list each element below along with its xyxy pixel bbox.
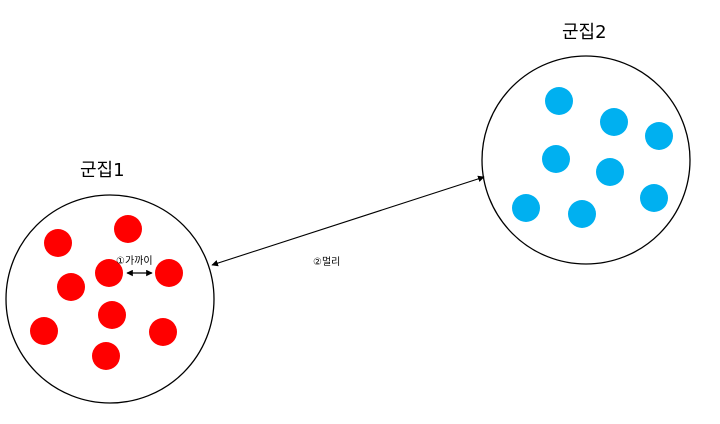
cluster-2-points xyxy=(512,87,673,228)
cluster-1-title: 군집1 xyxy=(80,160,125,181)
cluster-1-point xyxy=(30,317,58,345)
cluster-2-boundary xyxy=(481,55,691,265)
cluster-1-point xyxy=(95,259,123,287)
cluster-1-point xyxy=(155,259,183,287)
cluster-2-point xyxy=(542,145,570,173)
cluster-2-point xyxy=(545,87,573,115)
cluster-1-point xyxy=(44,229,72,257)
cluster-1-point xyxy=(149,318,177,346)
cluster-1-point xyxy=(114,215,142,243)
near-label: ①가까이 xyxy=(116,255,153,267)
cluster-2-point xyxy=(645,122,673,150)
cluster-2-point xyxy=(640,184,668,212)
cluster-2-point xyxy=(568,200,596,228)
cluster-1-boundary xyxy=(5,194,215,404)
cluster-1: 군집1 ①가까이 xyxy=(5,160,215,404)
cluster-2: 군집2 xyxy=(481,22,691,265)
cluster-1-point xyxy=(92,342,120,370)
cluster-2-point xyxy=(512,194,540,222)
far-label: ②멀리 xyxy=(313,255,340,268)
cluster-2-point xyxy=(600,108,628,136)
far-distance-arrow xyxy=(211,175,485,267)
cluster-1-point xyxy=(98,301,126,329)
cluster-1-points xyxy=(30,215,183,370)
cluster-1-point xyxy=(57,273,85,301)
cluster-2-point xyxy=(596,158,624,186)
cluster-2-title: 군집2 xyxy=(562,22,607,43)
